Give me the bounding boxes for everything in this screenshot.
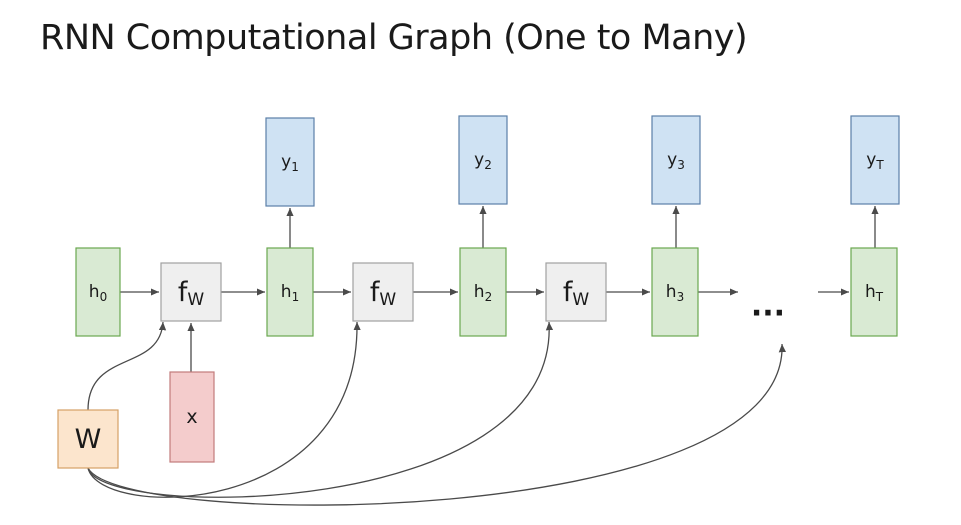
node-hT-main: h — [865, 282, 876, 302]
node-f2-label: fW — [370, 277, 397, 311]
edge-w-to-f1 — [87, 321, 167, 411]
node-y3: y3 — [651, 115, 701, 205]
node-h3-main: h — [666, 282, 677, 302]
node-W-box — [57, 409, 119, 469]
node-h3-box — [651, 247, 699, 337]
node-y3-sub: 3 — [677, 158, 685, 172]
node-hT-box — [850, 247, 898, 337]
node-h2: h2 — [459, 247, 507, 337]
node-yT-label: yT — [866, 150, 884, 172]
node-f3-sub: W — [572, 290, 589, 310]
node-yT: yT — [850, 115, 900, 205]
node-h3-label: h3 — [666, 282, 684, 304]
node-f1-label: fW — [178, 277, 205, 311]
node-f2-main: f — [370, 277, 381, 308]
edges-layer — [87, 206, 879, 506]
node-y2-sub: 2 — [484, 158, 492, 172]
node-y2-main: y — [474, 150, 484, 170]
node-x: x — [169, 371, 215, 463]
edge-w-to-f2 — [87, 321, 361, 498]
node-y2-label: y2 — [474, 150, 492, 172]
node-y1-sub: 1 — [291, 160, 299, 174]
node-yT-sub: T — [875, 158, 884, 172]
ellipsis: ... — [751, 289, 785, 324]
node-y1-box — [265, 117, 315, 207]
node-h3: h3 — [651, 247, 699, 337]
node-y3-box — [651, 115, 701, 205]
node-h0-sub: 0 — [100, 290, 108, 304]
node-f3-label: fW — [563, 277, 590, 311]
node-hT: hT — [850, 247, 898, 337]
node-y1: y1 — [265, 117, 315, 207]
node-W-main: W — [75, 424, 102, 455]
node-x-main: x — [186, 406, 197, 428]
edge-w-to-dots — [87, 343, 786, 506]
node-f2: fW — [352, 262, 414, 322]
node-h0-label: h0 — [89, 282, 107, 304]
node-h1-label: h1 — [281, 282, 299, 304]
node-x-label: x — [186, 406, 197, 428]
page-title: RNN Computational Graph (One to Many) — [40, 18, 748, 58]
node-h2-main: h — [474, 282, 485, 302]
node-y2: y2 — [458, 115, 508, 205]
node-h2-sub: 2 — [485, 290, 493, 304]
node-f3: fW — [545, 262, 607, 322]
node-y3-main: y — [667, 150, 677, 170]
node-y3-label: y3 — [667, 150, 685, 172]
node-yT-main: y — [866, 150, 876, 170]
node-h1: h1 — [266, 247, 314, 337]
node-W-label: W — [75, 424, 102, 455]
node-h2-box — [459, 247, 507, 337]
node-y2-box — [458, 115, 508, 205]
node-h0: h0 — [75, 247, 121, 337]
node-h1-box — [266, 247, 314, 337]
node-h2-label: h2 — [474, 282, 492, 304]
node-h0-main: h — [89, 282, 100, 302]
node-h3-sub: 3 — [677, 290, 685, 304]
node-f1-sub: W — [187, 290, 204, 310]
node-y1-main: y — [281, 152, 291, 172]
node-f3-main: f — [563, 277, 574, 308]
node-f2-box — [352, 262, 414, 322]
node-h1-main: h — [281, 282, 292, 302]
node-W: W — [57, 409, 119, 469]
node-y1-label: y1 — [281, 152, 299, 174]
node-hT-sub: T — [875, 290, 884, 304]
node-x-box — [169, 371, 215, 463]
node-f1-box — [160, 262, 222, 322]
node-yT-box — [850, 115, 900, 205]
node-hT-label: hT — [865, 282, 884, 304]
node-f2-sub: W — [379, 290, 396, 310]
node-h0-box — [75, 247, 121, 337]
node-h1-sub: 1 — [292, 290, 300, 304]
node-f1-main: f — [178, 277, 189, 308]
node-f3-box — [545, 262, 607, 322]
edge-w-to-f3 — [87, 321, 554, 498]
node-f1: fW — [160, 262, 222, 322]
